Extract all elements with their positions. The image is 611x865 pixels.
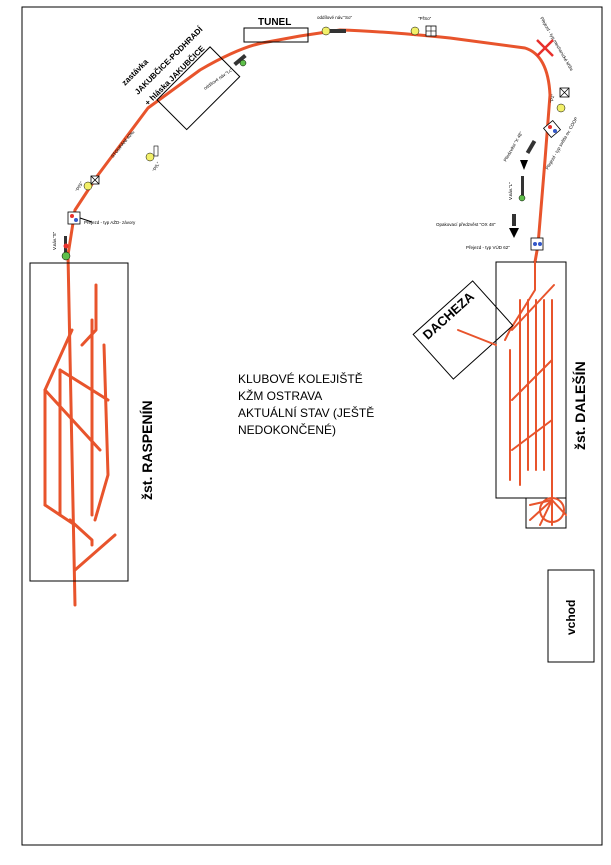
- stop-jakubcice-box: [156, 46, 241, 131]
- entrance-label: vchod: [564, 600, 578, 635]
- presignal-p1-icon: [556, 87, 570, 113]
- signal-entry-l-icon: [518, 176, 526, 202]
- tunnel-label: TUNEL: [258, 17, 291, 28]
- label-crossing-vud: Přejezd - typ VÚD 62": [466, 244, 510, 250]
- label-presignal-ps: "PřS": [75, 180, 85, 192]
- presignal-pso-icon: [410, 25, 437, 37]
- label-entry-signal-s: V.náv."S": [52, 231, 57, 250]
- title-line-3: AKTUÁLNÍ STAV (JEŠTĚ: [238, 405, 374, 420]
- label-entry-signal-l: V.náv."L": [508, 182, 513, 200]
- small-labels: oddílové náv."So" "PřSo" oddílové náv."L…: [52, 15, 579, 250]
- crossing-mechanical-icon: [536, 39, 554, 57]
- repeat-presignal-icon: [509, 214, 519, 238]
- crossing-azd-icon: [67, 211, 93, 225]
- dacheza-siding-track: [457, 329, 497, 346]
- signal-entry-s-icon: [61, 236, 71, 261]
- station-dalesin-name: žst. DALEŠÍN: [571, 361, 588, 450]
- station-raspenin-frame: [29, 262, 129, 582]
- title-line-4: NEDOKONČENÉ): [238, 422, 336, 437]
- station-raspenin-name: žst. RASPENÍN: [139, 400, 155, 500]
- title-line-2: KŽM OSTRAVA: [238, 388, 322, 403]
- tunnel-box: [243, 27, 309, 43]
- crossing-coop-icon: [542, 119, 562, 139]
- station-raspenin-tracks: [43, 283, 117, 572]
- label-crossing-azd: Přejezd - typ AŽD- závory: [84, 218, 136, 225]
- signal-block-lc-icon: [233, 53, 247, 67]
- dacheza-box: DACHEZA: [412, 280, 514, 380]
- presignal-pl-icon: [145, 145, 159, 162]
- label-presignal-pso: "PřSo": [418, 16, 432, 21]
- title-line-1: KLUBOVÉ KOLEJIŠTĚ: [238, 371, 363, 386]
- crossing-vud-icon: [530, 237, 544, 251]
- label-presignal-pl: "PřL": [152, 161, 162, 173]
- label-presignal-x48: Předzvěst "X 48": [503, 130, 524, 162]
- page-frame: [21, 6, 603, 846]
- turntable-frame: [525, 497, 567, 529]
- title-block: KLUBOVÉ KOLEJIŠTĚ KŽM OSTRAVA AKTUÁLNÍ S…: [238, 371, 374, 437]
- label-repeat-presignal: Opakovací předzvěst "OX 48": [436, 222, 496, 227]
- presignal-ps-icon: [83, 175, 100, 191]
- label-presignal-p1: "P1": [549, 93, 556, 103]
- presignal-x48-icon: [520, 139, 537, 170]
- main-line-track: [66, 28, 552, 607]
- station-dalesin-tracks: [504, 261, 567, 526]
- signal-block-so-icon: [321, 26, 346, 36]
- label-block-so: oddílové náv."So": [317, 15, 353, 20]
- label-climb: STOUPÁNÍ 40‰: [109, 129, 136, 159]
- entrance-box: [547, 569, 595, 663]
